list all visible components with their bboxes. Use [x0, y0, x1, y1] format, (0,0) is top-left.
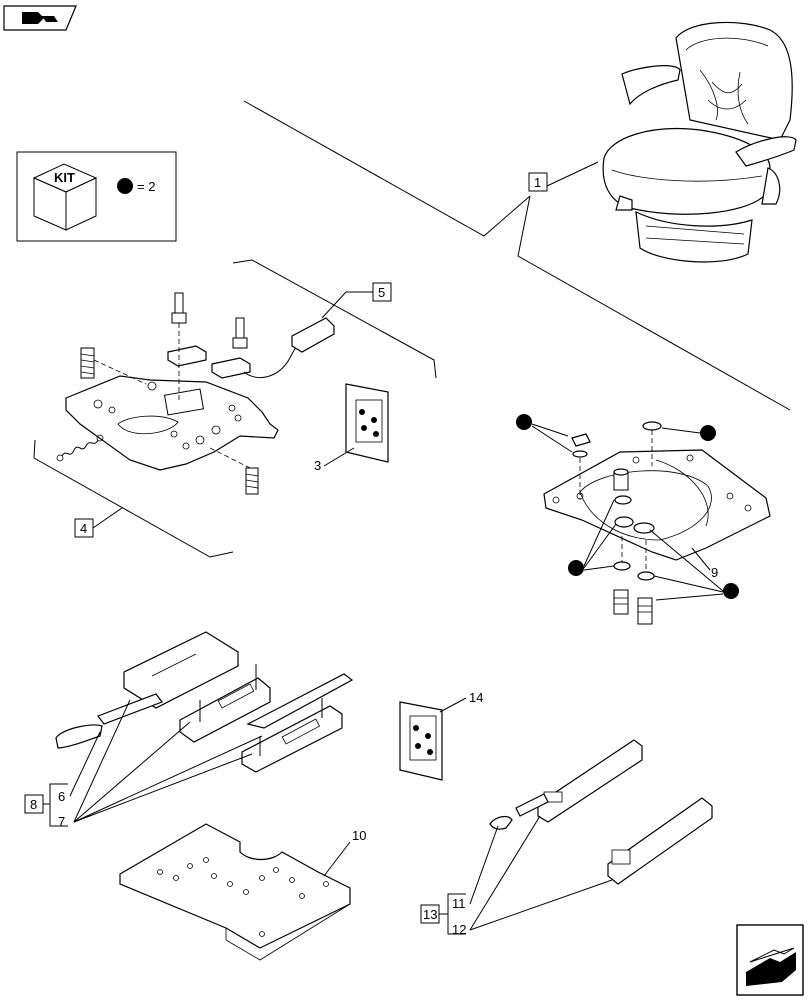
svg-text:1: 1 [534, 175, 541, 190]
kit-label: KIT [54, 170, 75, 185]
kit-cube-icon: KIT [32, 163, 98, 231]
hardware-bag [345, 383, 389, 463]
svg-text:6: 6 [58, 789, 65, 804]
svg-text:5: 5 [378, 285, 385, 300]
book-arrow-icon[interactable] [3, 5, 77, 31]
callout-1: 1 [528, 161, 599, 192]
svg-text:8: 8 [30, 797, 37, 812]
callout-3: 3 [314, 447, 355, 473]
svg-text:9: 9 [711, 565, 718, 580]
callout-10: 10 [323, 828, 366, 877]
svg-text:13: 13 [423, 907, 437, 922]
bracket-8: 8 [24, 783, 68, 827]
dot-equals-label: = 2 [137, 179, 155, 194]
svg-text:4: 4 [80, 521, 87, 536]
swivel-plate [543, 421, 771, 625]
slide-rail-set-left [55, 631, 354, 773]
callout-14: 14 [439, 690, 483, 713]
dot-marker-icon [516, 414, 532, 430]
callout-5: 5 [321, 282, 392, 319]
swivel-dots [516, 414, 739, 601]
slide-rail-set-right [489, 739, 713, 885]
svg-text:12: 12 [452, 922, 466, 937]
svg-text:7: 7 [58, 814, 65, 829]
tension-spring [56, 434, 104, 462]
dot-marker-icon [568, 560, 584, 576]
callout-12: 12 [452, 815, 613, 937]
callout-11: 11 [452, 825, 499, 911]
spring-left [80, 347, 95, 379]
hardware-bag-14 [399, 701, 443, 781]
svg-text:14: 14 [469, 690, 483, 705]
callout-4: 4 [74, 507, 123, 538]
next-page-arrow-icon[interactable] [736, 924, 804, 996]
svg-text:3: 3 [314, 458, 321, 473]
svg-text:10: 10 [352, 828, 366, 843]
callout-9: 9 [691, 547, 718, 580]
mounting-plate [119, 823, 351, 961]
suspension-plate-assembly [56, 292, 335, 495]
kit-legend: KIT = 2 [16, 151, 177, 242]
callout-7: 7 [58, 699, 263, 829]
dot-bullet-icon [117, 178, 133, 194]
dot-marker-icon [723, 583, 739, 599]
seat-assembly [602, 21, 797, 263]
bracket-13: 13 [420, 893, 466, 935]
callout-6: 6 [58, 731, 101, 804]
svg-text:11: 11 [452, 896, 466, 911]
spring-right [245, 467, 259, 495]
dot-marker-icon [700, 425, 716, 441]
